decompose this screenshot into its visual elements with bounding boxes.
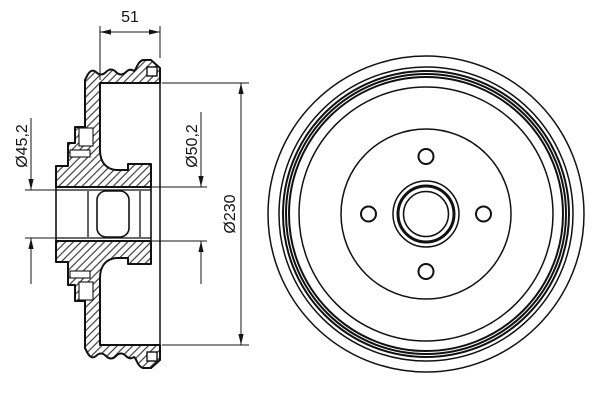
arrowhead-down [28, 179, 34, 190]
bearing-spacer [96, 190, 130, 238]
hub-flange-circle [340, 128, 512, 300]
dim-depth: 51 [99, 9, 161, 80]
rim-ring-1 [278, 66, 574, 362]
arrowhead-up [28, 238, 34, 249]
drum-outer-edge [267, 55, 585, 373]
arrowhead-up [198, 241, 204, 252]
section-lower-half [55, 240, 161, 369]
center-bore-chamfer [396, 184, 456, 244]
dim-hub-diameter: Ø50,2 [151, 112, 207, 284]
arrowhead-down [198, 176, 204, 187]
rim-ring-2 [282, 70, 570, 358]
section-view [55, 59, 161, 369]
rim-ring-3 [285, 73, 567, 355]
rim-ring-4 [288, 76, 564, 352]
section-upper-half [55, 59, 161, 188]
arrowhead-left [100, 29, 111, 35]
dim-bore-diameter: Ø45,2 [14, 118, 56, 284]
bolt-hole-right [475, 205, 492, 223]
arrowhead-down [238, 334, 244, 345]
dim-drum-label: Ø230 [222, 194, 239, 233]
arrowhead-up [238, 83, 244, 94]
arrowhead-right [149, 29, 160, 35]
center-bore-outer [392, 180, 460, 248]
front-view [267, 55, 585, 373]
bolt-hole-left [360, 205, 377, 223]
drum-mouth-circle [298, 86, 554, 342]
dim-bore-label: Ø45,2 [14, 124, 31, 168]
bolt-holes [360, 148, 492, 280]
hub-bore-details [55, 187, 152, 241]
bolt-hole-top [417, 148, 435, 165]
dim-depth-label: 51 [121, 9, 139, 26]
dimension-annotations: 51 Ø45,2 Ø50,2 [14, 9, 249, 346]
bolt-hole-bottom [417, 263, 435, 280]
dim-hub-label: Ø50,2 [184, 124, 201, 168]
dim-drum-diameter: Ø230 [162, 82, 249, 346]
center-bore-inner [402, 190, 450, 238]
